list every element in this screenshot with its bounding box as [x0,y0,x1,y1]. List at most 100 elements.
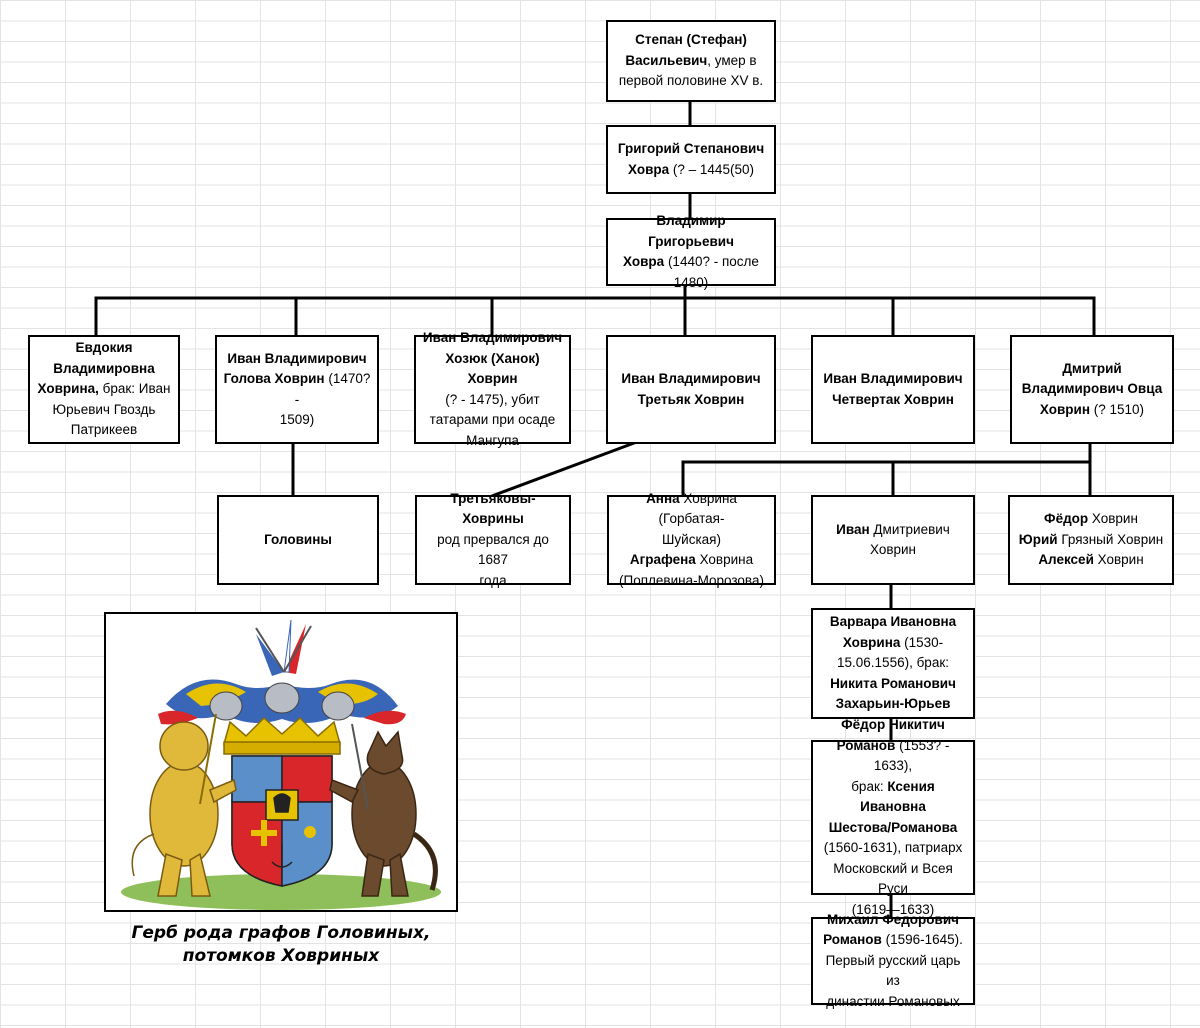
helmets [209,682,355,721]
caption-line-2: потомков Ховриных [182,946,380,966]
node-text: (Поплевина-Морозова) [619,572,764,588]
node-text: Московский и Всея Руси [833,860,953,897]
node-text: 1509) [279,412,315,427]
node-text: 15.06.1556), брак: [837,655,949,671]
node-text-bold: Иван Владимирович [227,350,367,366]
node-text-bold: Ксения Ивановна [860,778,935,815]
node-text: (1440? - после [664,254,759,269]
node-text: Ховрин [1093,552,1144,568]
node-text: (? - 1475), убит [445,391,540,407]
node-text-bold: Васильевич [625,52,708,68]
node-text: (? – 1445(50) [669,161,754,177]
node-text: брак: Иван [98,381,171,397]
shield [231,755,333,887]
node-text: года [479,572,507,588]
node-text: род прервался до 1687 [437,531,549,568]
node-text: (1530- [900,634,944,650]
banners [255,619,312,676]
node-text-bold: Евдокия [75,340,133,356]
wolf-supporter [329,730,438,897]
node-text: (? 1510) [1090,401,1145,417]
node-text-bold: Аграфена [629,552,696,568]
node-text: татарами при осаде [429,412,556,427]
node-text: Патрикеев [70,422,138,438]
node-text-bold: Фёдор [1044,511,1089,527]
coat-of-arms-icon [121,619,441,910]
node-text-bold: Владимир Григорьевич [648,213,734,249]
node-text-bold: Иван Владимирович [823,371,963,386]
node-text: , умер в [707,52,757,68]
node-tretyakovs: Третьяковы-Ховрины род прервался до 1687 г… [415,491,571,588]
node-text-bold: Четвертак Ховрин [832,391,954,407]
node-text: Грязный Ховрин [1057,531,1164,547]
node-text: (1619—1633) [851,901,935,917]
node-text-bold: Владимирович Овца [1021,381,1163,397]
node-stepan: Степан (Стефан) Васильевич, умер в первой … [606,20,776,102]
node-text: (1596-1645). [881,932,963,948]
node-text-bold: Иван [836,521,870,537]
node-text-bold: Дмитрий [1062,360,1122,376]
node-text-bold: Варвара Ивановна [829,614,957,630]
node-text-bold: Анна [646,490,680,506]
node-text: Ховрина [695,552,754,568]
node-text: Дмитриевич [869,521,950,537]
node-text-bold: Романов [836,737,896,753]
node-text-bold: Ховрина, [37,381,99,397]
node-text: Ховрин [869,542,917,557]
node-text-bold: Юрий [1018,531,1058,547]
node-text-bold: Иван Владимирович [621,371,761,386]
lion-supporter [131,721,237,897]
node-text-bold: Григорий Степанович [617,141,765,156]
node-text-bold: Ховра [623,254,665,269]
node-text-bold: Шестова/Романова [828,819,958,835]
node-text-bold: Степан (Стефан) [635,32,747,48]
node-text-bold: Романов [823,932,882,948]
node-golovins: Головины [217,495,379,585]
node-text-bold: Ховрин [1039,401,1090,417]
node-text-bold: Голова Ховрин [223,371,325,386]
node-text-bold: Хозюк (Ханок) Ховрин [445,350,540,387]
node-text: Первый русский царь из [825,952,961,989]
crown [223,716,341,755]
node-text-bold: Третьяк Ховрин [637,391,745,407]
node-text: династии Романовых [826,993,960,1009]
coat-of-arms-caption: Герб рода графов Головиных, потомков Хов… [104,922,458,968]
wolf-staff [351,723,369,811]
node-text-bold: Захарьин-Юрьев [835,696,951,712]
node-text-bold: Михаил Федорович [827,911,959,927]
node-text: Ховрина (Горбатая- [658,490,737,527]
node-text: Юрьевич Гвоздь [52,401,156,417]
node-text: (1553? - 1633), [873,737,950,774]
node-text: брак: [851,778,888,794]
node-text: 1480) [673,274,709,290]
node-text: (1470? - [294,371,371,407]
node-text: Мангупа [466,432,519,448]
caption-line-1: Герб рода графов Головиных, [131,923,431,943]
node-text: Шуйская) [662,531,721,547]
node-text-bold: Алексей [1038,552,1094,568]
node-text-bold: Третьяковы-Ховрины [450,490,536,527]
node-text-bold: Ховра [628,161,670,177]
node-text-bold: Головины [264,531,332,547]
node-anna: Анна Ховрина (Горбатая-Шуйская)Аграфена … [607,491,776,588]
lion-staff [199,713,217,805]
node-text-bold: Никита Романович [830,675,956,691]
coat-of-arms-image [104,612,458,912]
node-text-bold: Иван Владимирович [422,330,563,345]
node-text-bold: Ховрина [842,634,901,650]
node-text: первой половине XV в. [618,73,764,89]
node-text: Ховрин [1088,511,1138,527]
